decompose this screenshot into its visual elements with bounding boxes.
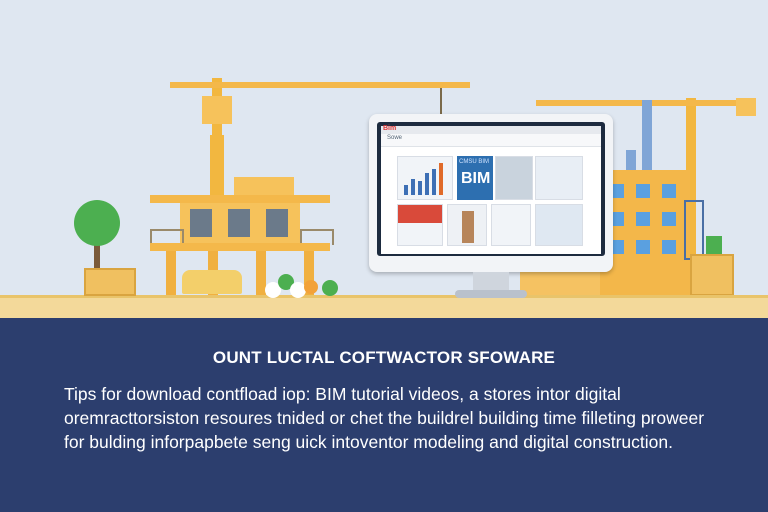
plant-icon [706,236,722,254]
window [636,212,650,226]
ground-line [0,295,768,298]
tree-icon [74,200,120,246]
car-icon [182,270,242,294]
monitor-screen: Bim Sowe CMSU BIM BIM [377,122,605,256]
tower-icon [462,211,474,243]
building-roof-box [234,177,294,195]
column [256,251,266,295]
photo-card[interactable] [495,156,533,200]
browser-logo: Bim [383,125,397,132]
browser-window: Bim Sowe CMSU BIM BIM [381,125,601,254]
monitor: Bim Sowe CMSU BIM BIM [369,114,613,272]
window [662,212,676,226]
railing [300,229,334,245]
window [266,209,288,237]
crane-card[interactable] [535,156,583,200]
building-roof [150,195,330,203]
column [304,251,314,295]
chart-bar [411,179,415,195]
column [166,251,176,295]
left-crane-hook [440,88,442,128]
railing [150,229,184,245]
building-floor-slab [150,243,330,251]
window [610,212,624,226]
video-thumbnail [398,205,442,223]
caption-panel [0,318,768,512]
illustration-scene: Bim Sowe CMSU BIM BIM [0,78,768,318]
right-building-tall [600,170,690,295]
chart-bar [404,185,408,195]
browser-nav-label: Sowe [387,135,403,141]
window [662,184,676,198]
right-crane-mast [686,98,696,258]
bim-card-title: BIM [461,170,491,187]
gallery-card[interactable] [535,204,583,246]
crate-left [84,268,136,296]
ball [304,280,318,294]
monitor-base [455,290,527,298]
ground [0,295,768,318]
chart-bar [418,181,422,195]
mid-crane-mast [642,100,652,220]
ball [290,282,306,298]
chart-bar [425,173,429,195]
video-card[interactable] [397,204,443,246]
crate-right [690,254,734,296]
window [228,209,250,237]
ball [265,282,281,298]
monitor-stand [473,272,509,292]
caption-title: OUNT LUCTAL COFTWACTOR SFOWARE [212,348,556,367]
ball [322,280,338,296]
right-crane-counterweight [736,98,756,116]
tower-card[interactable] [447,204,487,246]
window [190,209,212,237]
chart-bar [439,163,443,195]
tree-trunk [94,244,100,270]
article-card[interactable] [491,204,531,246]
window [636,184,650,198]
window [610,184,624,198]
window [636,240,650,254]
browser-address-bar[interactable] [381,134,601,147]
window [662,240,676,254]
chart-bar [432,169,436,195]
building-upper-floor [180,203,300,243]
left-building [150,135,334,295]
bim-card[interactable]: CMSU BIM BIM [457,156,493,200]
left-crane-jib [170,82,470,88]
left-crane-cab [202,96,232,124]
scaffold [684,200,704,260]
caption-body: Tips for download contfload iop: BIM tut… [64,384,705,452]
browser-tab-bar: Bim [381,125,601,134]
chart-card[interactable] [397,156,453,200]
window [610,240,624,254]
bim-card-caption: CMSU BIM [459,159,489,165]
building-tower [210,135,224,195]
